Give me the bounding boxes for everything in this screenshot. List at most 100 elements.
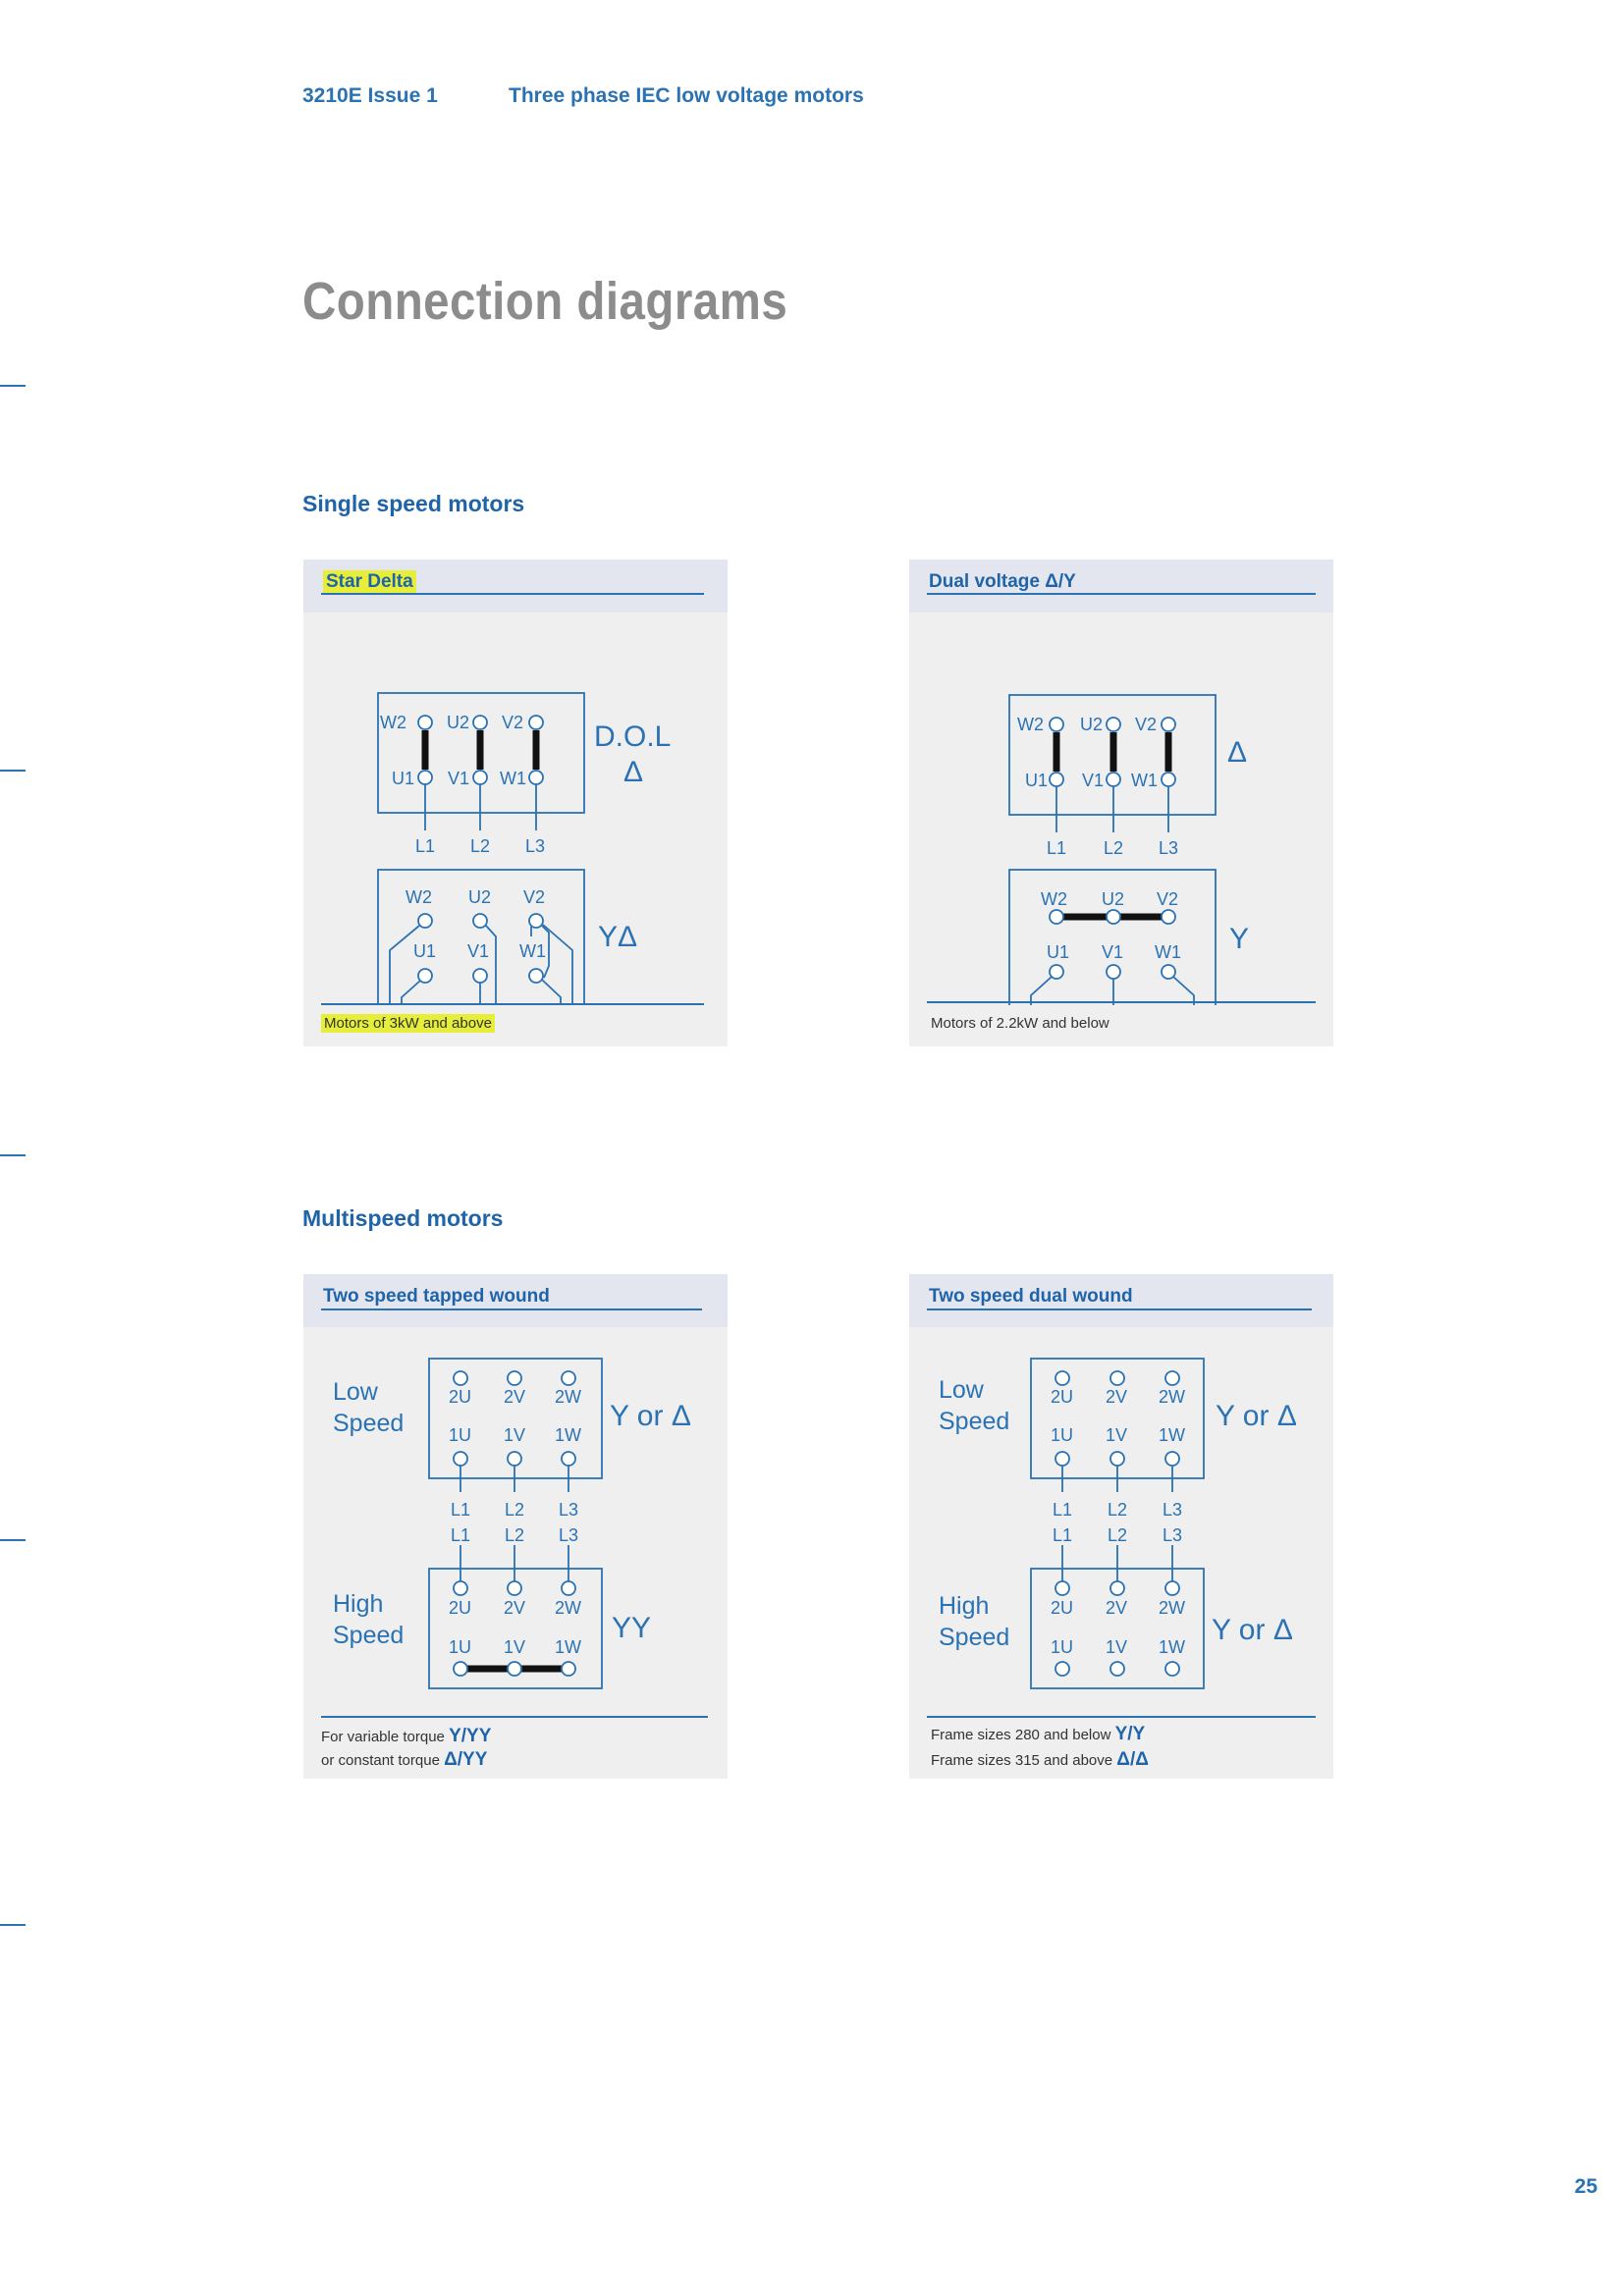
high-connection-label: Y or Δ	[1212, 1614, 1293, 1646]
footer-symbol-variable-torque: Y/YY	[449, 1726, 492, 1746]
star-delta-diagram: W2 U2 V2 U1 V1 W1 L1 L2 L3 D.O.L Δ W2 U2…	[377, 692, 671, 1005]
line-l2-lower: L2	[1108, 1525, 1127, 1545]
section-heading-multispeed: Multispeed motors	[302, 1205, 504, 1231]
footer-text-constant-torque: or constant torque	[321, 1752, 440, 1769]
terminal-1v: 1V	[504, 1425, 525, 1445]
panel-two-speed-tapped-wound: Two speed tapped wound	[303, 1274, 728, 1779]
low-connection-label: Y or Δ	[1216, 1400, 1297, 1432]
high-label: High	[939, 1592, 989, 1620]
terminal-w1-lower: W1	[1155, 942, 1181, 962]
terminal-1u-lower: 1U	[1051, 1637, 1073, 1657]
delta-symbol: Δ	[623, 756, 643, 788]
low-connection-label: Y or Δ	[610, 1400, 691, 1432]
terminal-2w-lower: 2W	[1159, 1598, 1185, 1618]
terminal-2u: 2U	[449, 1387, 471, 1407]
terminal-u1-lower: U1	[413, 941, 436, 961]
terminal-w2-lower: W2	[1041, 889, 1067, 909]
document-code: 3210E Issue 1	[302, 84, 438, 107]
footer-rule	[321, 1716, 708, 1718]
terminal-w2-lower: W2	[406, 887, 432, 907]
high-connection-label: YY	[612, 1612, 651, 1644]
terminal-u2-lower: U2	[468, 887, 491, 907]
page-number: 25	[1574, 2175, 1597, 2198]
footer-text-variable-torque: For variable torque	[321, 1729, 445, 1745]
terminal-2w: 2W	[1159, 1387, 1185, 1407]
footer-symbol-constant-torque: Δ/YY	[444, 1749, 488, 1770]
terminal-w1: W1	[1131, 771, 1158, 790]
panel-title: Star Delta	[323, 570, 416, 593]
terminal-u1: U1	[392, 769, 414, 788]
panel-header: Dual voltage Δ/Y	[909, 560, 1333, 613]
terminal-u1: U1	[1025, 771, 1048, 790]
low-speed-label: Speed	[939, 1408, 1009, 1435]
panel-title: Two speed tapped wound	[323, 1286, 550, 1307]
panel-footer-note: Motors of 3kW and above	[321, 1014, 495, 1033]
panel-header: Two speed dual wound	[909, 1274, 1333, 1327]
terminal-1w-lower: 1W	[555, 1637, 581, 1657]
terminal-1w-lower: 1W	[1159, 1637, 1185, 1657]
terminal-v1-lower: V1	[467, 941, 489, 961]
panel-star-delta: Star Delta	[303, 560, 728, 1046]
header-rule	[321, 593, 704, 595]
terminal-2u-lower: 2U	[1051, 1598, 1073, 1618]
dol-label: D.O.L	[594, 721, 671, 753]
terminal-1v-lower: 1V	[1106, 1637, 1127, 1657]
margin-tick	[0, 1539, 26, 1541]
terminal-v1: V1	[1082, 771, 1104, 790]
dual-wound-labels: 2U 2V 2W 1U 1V 1W Low Speed Y or Δ L1 L2…	[939, 1376, 1297, 1657]
line-l2-lower: L2	[505, 1525, 524, 1545]
terminal-u2: U2	[1080, 715, 1103, 734]
terminal-1u-lower: 1U	[449, 1637, 471, 1657]
header-rule	[321, 1308, 702, 1310]
panel-header: Two speed tapped wound	[303, 1274, 728, 1327]
line-l1: L1	[1047, 838, 1066, 858]
panel-footer-note: Motors of 2.2kW and below	[931, 1015, 1109, 1032]
line-l1: L1	[451, 1500, 470, 1520]
panel-title: Dual voltage Δ/Y	[929, 571, 1076, 592]
terminal-1u: 1U	[449, 1425, 471, 1445]
line-l3: L3	[1163, 1500, 1182, 1520]
line-l3-lower: L3	[1163, 1525, 1182, 1545]
line-l3-lower: L3	[559, 1525, 578, 1545]
terminal-1v: 1V	[1106, 1425, 1127, 1445]
terminal-2u: 2U	[1051, 1387, 1073, 1407]
terminal-u2-lower: U2	[1102, 889, 1124, 909]
footer-line-1: Frame sizes 280 and below Y/Y	[931, 1724, 1145, 1745]
line-l2: L2	[505, 1500, 524, 1520]
terminal-2w-lower: 2W	[555, 1598, 581, 1618]
footer-rule	[321, 1003, 704, 1005]
terminal-2v: 2V	[504, 1387, 525, 1407]
footer-text-frame-280: Frame sizes 280 and below	[931, 1727, 1111, 1743]
section-heading-single-speed: Single speed motors	[302, 491, 525, 516]
footer-line-1: For variable torque Y/YY	[321, 1726, 491, 1747]
low-label: Low	[939, 1376, 985, 1404]
terminal-2v: 2V	[1106, 1387, 1127, 1407]
panel-dual-voltage: Dual voltage Δ/Y	[909, 560, 1333, 1046]
panel-header: Star Delta	[303, 560, 728, 613]
delta-symbol: Δ	[1227, 736, 1247, 769]
terminal-1w: 1W	[1159, 1425, 1185, 1445]
line-l1-lower: L1	[451, 1525, 470, 1545]
terminal-2v-lower: 2V	[1106, 1598, 1127, 1618]
line-l1: L1	[415, 836, 435, 856]
terminal-1u: 1U	[1051, 1425, 1073, 1445]
margin-tick	[0, 770, 26, 772]
terminal-v1-lower: V1	[1102, 942, 1123, 962]
terminal-w2: W2	[380, 713, 406, 732]
margin-tick	[0, 385, 26, 387]
footer-symbol-frame-280: Y/Y	[1114, 1724, 1146, 1744]
star-symbol: Y	[1229, 923, 1249, 955]
terminal-v2: V2	[1135, 715, 1157, 734]
footer-text-frame-315: Frame sizes 315 and above	[931, 1752, 1113, 1769]
margin-tick	[0, 1924, 26, 1926]
terminal-w1-lower: W1	[519, 941, 546, 961]
terminal-1w: 1W	[555, 1425, 581, 1445]
terminal-2u-lower: 2U	[449, 1598, 471, 1618]
terminal-2w: 2W	[555, 1387, 581, 1407]
line-l3: L3	[559, 1500, 578, 1520]
line-l1: L1	[1053, 1500, 1072, 1520]
header-rule	[927, 593, 1316, 595]
page-title: Connection diagrams	[302, 272, 788, 331]
line-l2: L2	[1104, 838, 1123, 858]
tapped-wound-labels: 2U 2V 2W 1U 1V 1W Low Speed Y or Δ L1 L2…	[333, 1378, 691, 1657]
